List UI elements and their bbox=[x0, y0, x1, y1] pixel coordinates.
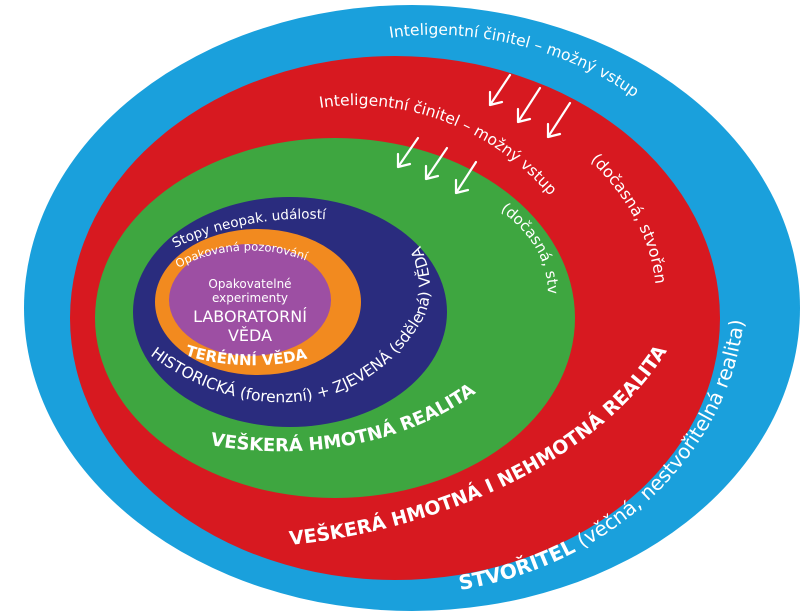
lab-science-core bbox=[169, 244, 331, 356]
down-left-arrow-icon bbox=[396, 136, 420, 169]
down-left-arrow-icon bbox=[546, 101, 572, 139]
lab-title-line2: VĚDA bbox=[228, 326, 272, 345]
lab-title-line1: LABORATORNÍ bbox=[193, 307, 307, 326]
lab-note-line2: experimenty bbox=[212, 291, 288, 305]
lab-note-line1: Opakovatelné bbox=[208, 277, 291, 291]
down-left-arrow-icon bbox=[516, 86, 542, 124]
down-left-arrow-icon bbox=[454, 160, 478, 195]
down-left-arrow-icon bbox=[488, 73, 512, 107]
down-left-arrow-icon bbox=[424, 146, 449, 181]
